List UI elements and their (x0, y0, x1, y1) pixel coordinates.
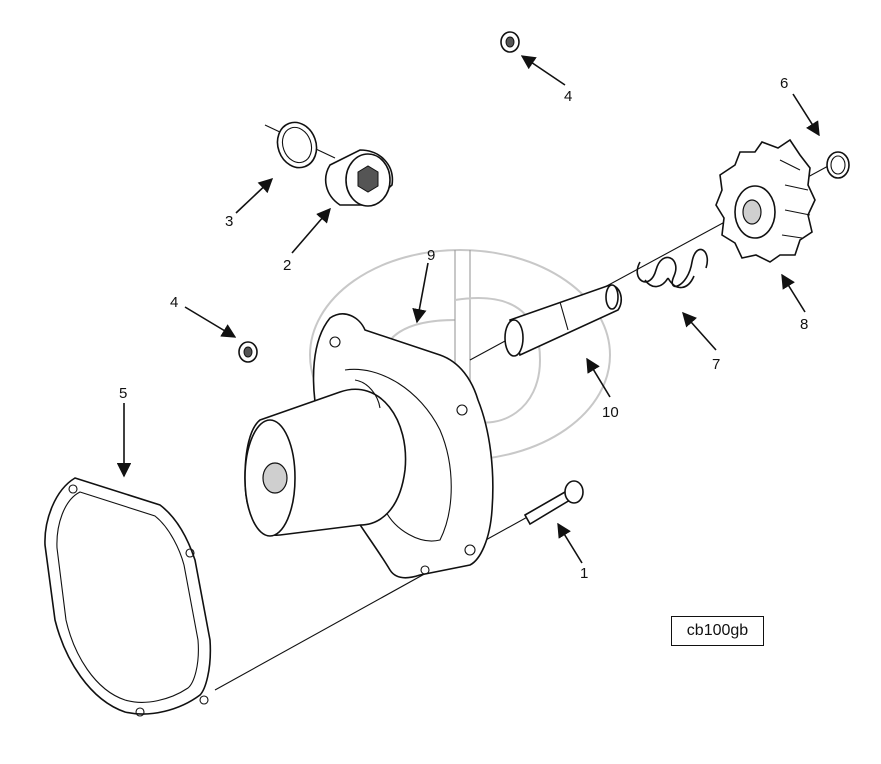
pipe-plug-part-4-top (500, 31, 520, 53)
reference-code-box: cb100gb (671, 616, 764, 646)
callout-7: 7 (712, 356, 720, 373)
callout-5: 5 (119, 385, 127, 402)
callout-1: 1 (580, 565, 588, 582)
callout-8: 8 (800, 316, 808, 333)
leader-arrows (116, 55, 820, 564)
callout-2: 2 (283, 257, 291, 274)
shaft-part-10 (504, 284, 622, 357)
plug-part-2 (324, 149, 394, 207)
o-ring-part-3 (276, 121, 318, 169)
capscrew-part-1 (523, 480, 584, 526)
callout-4-left: 4 (170, 294, 178, 311)
pipe-plug-part-4-left (238, 341, 258, 363)
callout-9: 9 (427, 247, 435, 264)
callout-labels: 1 2 3 4 4 5 6 7 8 9 10 (119, 75, 808, 582)
gear-part-8 (715, 138, 816, 263)
gasket-part-5 (44, 477, 212, 717)
callout-3: 3 (225, 213, 233, 230)
callout-10: 10 (602, 404, 619, 421)
snap-ring-part-6 (826, 151, 850, 179)
housing-part-9 (244, 313, 494, 579)
callout-6: 6 (780, 75, 788, 92)
spring-part-7 (636, 248, 709, 289)
callout-4-top: 4 (564, 88, 572, 105)
